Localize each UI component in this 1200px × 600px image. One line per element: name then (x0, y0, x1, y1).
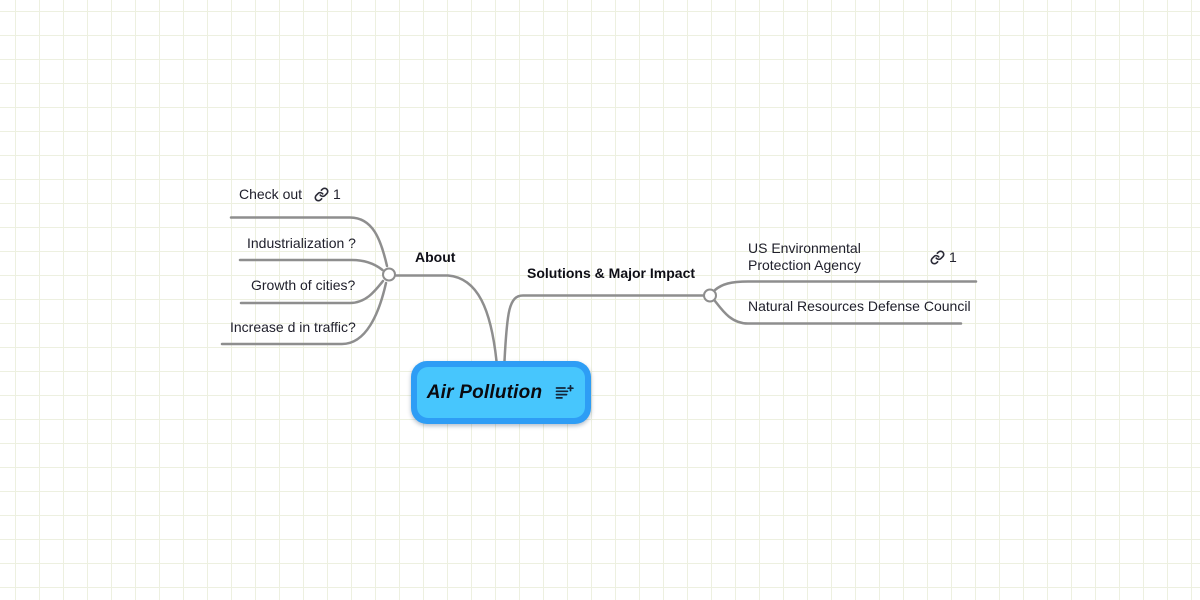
topic-check-out[interactable]: Check out 1 (239, 186, 341, 202)
topic-industrialization[interactable]: Industrialization ? (247, 235, 356, 251)
connector-check-out (229, 216, 389, 268)
connector-growth (239, 279, 385, 305)
connector-epa (713, 280, 978, 292)
topic-growth-of-cities[interactable]: Growth of cities? (251, 277, 356, 293)
branch-handle-about[interactable] (382, 267, 396, 282)
topic-label: Check out (239, 186, 303, 202)
chain-link-icon (930, 250, 945, 264)
link-badge[interactable]: 1 (930, 249, 957, 265)
chain-link-icon (314, 187, 329, 201)
root-node-label: Air Pollution (426, 381, 543, 403)
link-count: 1 (949, 249, 957, 265)
topic-us-epa[interactable]: US Environmental Protection Agency (748, 240, 861, 273)
topic-increase-in-traffic[interactable]: Increase d in traffic? (230, 319, 356, 335)
link-badge[interactable]: 1 (314, 186, 341, 202)
connector-industrialization (238, 258, 384, 272)
root-node-air-pollution[interactable]: Air Pollution (411, 361, 591, 424)
connector-increase (220, 281, 388, 346)
root-node-inner: Air Pollution (417, 367, 585, 418)
branch-handle-solutions[interactable] (703, 288, 717, 303)
connector-about-trunk (394, 274, 498, 363)
link-count: 1 (333, 186, 341, 202)
branch-label-about[interactable]: About (415, 249, 456, 265)
connector-nrdc (713, 299, 963, 325)
notes-plus-icon[interactable] (555, 384, 575, 401)
branch-label-solutions[interactable]: Solutions & Major Impact (527, 265, 696, 281)
connector-solutions-trunk (503, 294, 705, 363)
topic-nrdc[interactable]: Natural Resources Defense Council (748, 298, 971, 314)
